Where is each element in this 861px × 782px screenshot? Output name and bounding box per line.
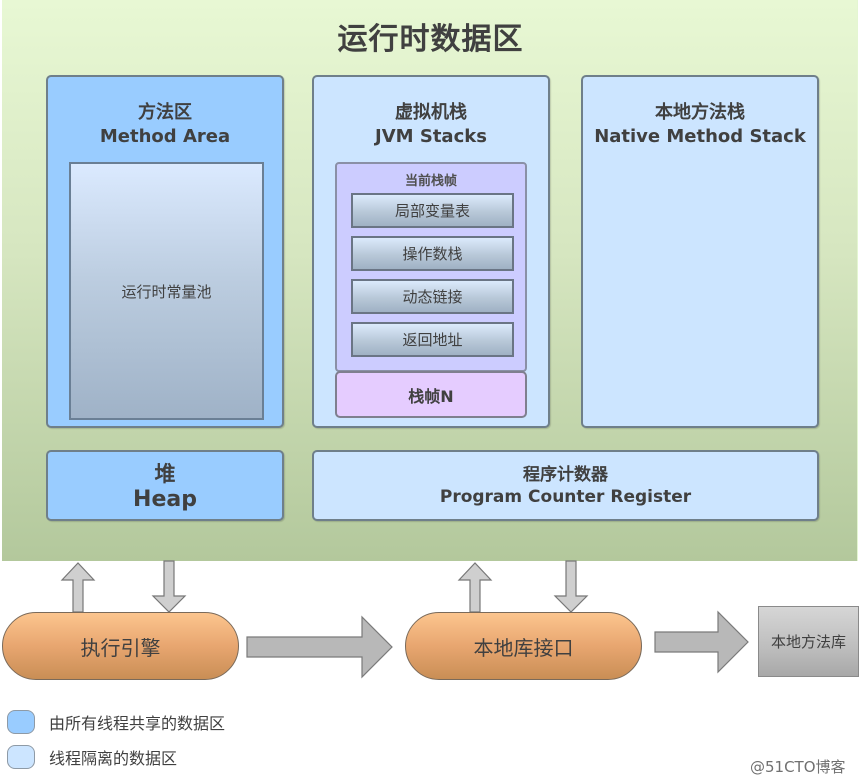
program-counter-register-panel: 程序计数器 Program Counter Register (312, 450, 819, 521)
arrow-up-engine-icon (60, 562, 96, 613)
method-area-title: 方法区 Method Area (48, 101, 282, 149)
native-method-stack-title-cn: 本地方法栈 (655, 102, 745, 123)
method-area-panel: 方法区 Method Area 运行时常量池 (46, 75, 284, 428)
arrow-down-native-interface-icon (553, 560, 589, 613)
legend-swatch-shared (7, 710, 35, 734)
frame-item-operand-stack: 操作数栈 (351, 236, 514, 271)
method-area-title-en: Method Area (99, 126, 231, 147)
legend-item-isolated: 线程隔离的数据区 (7, 745, 177, 769)
runtime-constant-pool: 运行时常量池 (69, 162, 264, 420)
native-library-interface: 本地库接口 (405, 612, 642, 680)
native-method-stack-title: 本地方法栈 Native Method Stack (583, 101, 817, 149)
arrow-right-interface-to-library-icon (654, 610, 749, 674)
jvm-stacks-title-en: JVM Stacks (375, 126, 487, 147)
program-counter-register-title-cn: 程序计数器 (523, 465, 608, 485)
heap-title-cn: 堆 (154, 462, 176, 486)
heap-title: 堆 Heap (48, 461, 282, 513)
program-counter-register-title: 程序计数器 Program Counter Register (314, 464, 817, 508)
native-method-stack-panel: 本地方法栈 Native Method Stack (581, 75, 819, 428)
stack-frame-n: 栈帧N (335, 371, 527, 418)
heap-panel: 堆 Heap (46, 450, 284, 521)
heap-title-en: Heap (133, 487, 197, 512)
execution-engine: 执行引擎 (2, 612, 239, 680)
legend-label-shared: 由所有线程共享的数据区 (49, 714, 226, 733)
frame-item-return-address: 返回地址 (351, 322, 514, 357)
current-stack-frame: 当前栈帧 局部变量表 操作数栈 动态链接 返回地址 (335, 162, 527, 372)
jvm-stacks-title: 虚拟机栈 JVM Stacks (314, 101, 548, 149)
jvm-stacks-title-cn: 虚拟机栈 (395, 102, 467, 123)
native-method-stack-title-en: Native Method Stack (594, 126, 806, 147)
current-stack-frame-label: 当前栈帧 (404, 174, 457, 189)
arrow-up-native-interface-icon (457, 562, 493, 613)
watermark: @51CTO博客 (750, 758, 846, 776)
legend-label-isolated: 线程隔离的数据区 (49, 749, 178, 768)
frame-item-local-variables: 局部变量表 (351, 193, 514, 228)
native-method-library: 本地方法库 (758, 606, 859, 677)
arrow-down-engine-icon (151, 560, 187, 613)
method-area-title-cn: 方法区 (138, 102, 192, 123)
arrow-right-engine-to-interface-icon (246, 615, 393, 679)
jvm-stacks-panel: 虚拟机栈 JVM Stacks 当前栈帧 局部变量表 操作数栈 动态链接 返回地… (312, 75, 550, 428)
frame-item-dynamic-linking: 动态链接 (351, 279, 514, 314)
legend-item-shared: 由所有线程共享的数据区 (7, 710, 225, 734)
runtime-data-area-title: 运行时数据区 (337, 22, 524, 57)
legend-swatch-isolated (7, 745, 35, 769)
program-counter-register-title-en: Program Counter Register (439, 487, 692, 507)
